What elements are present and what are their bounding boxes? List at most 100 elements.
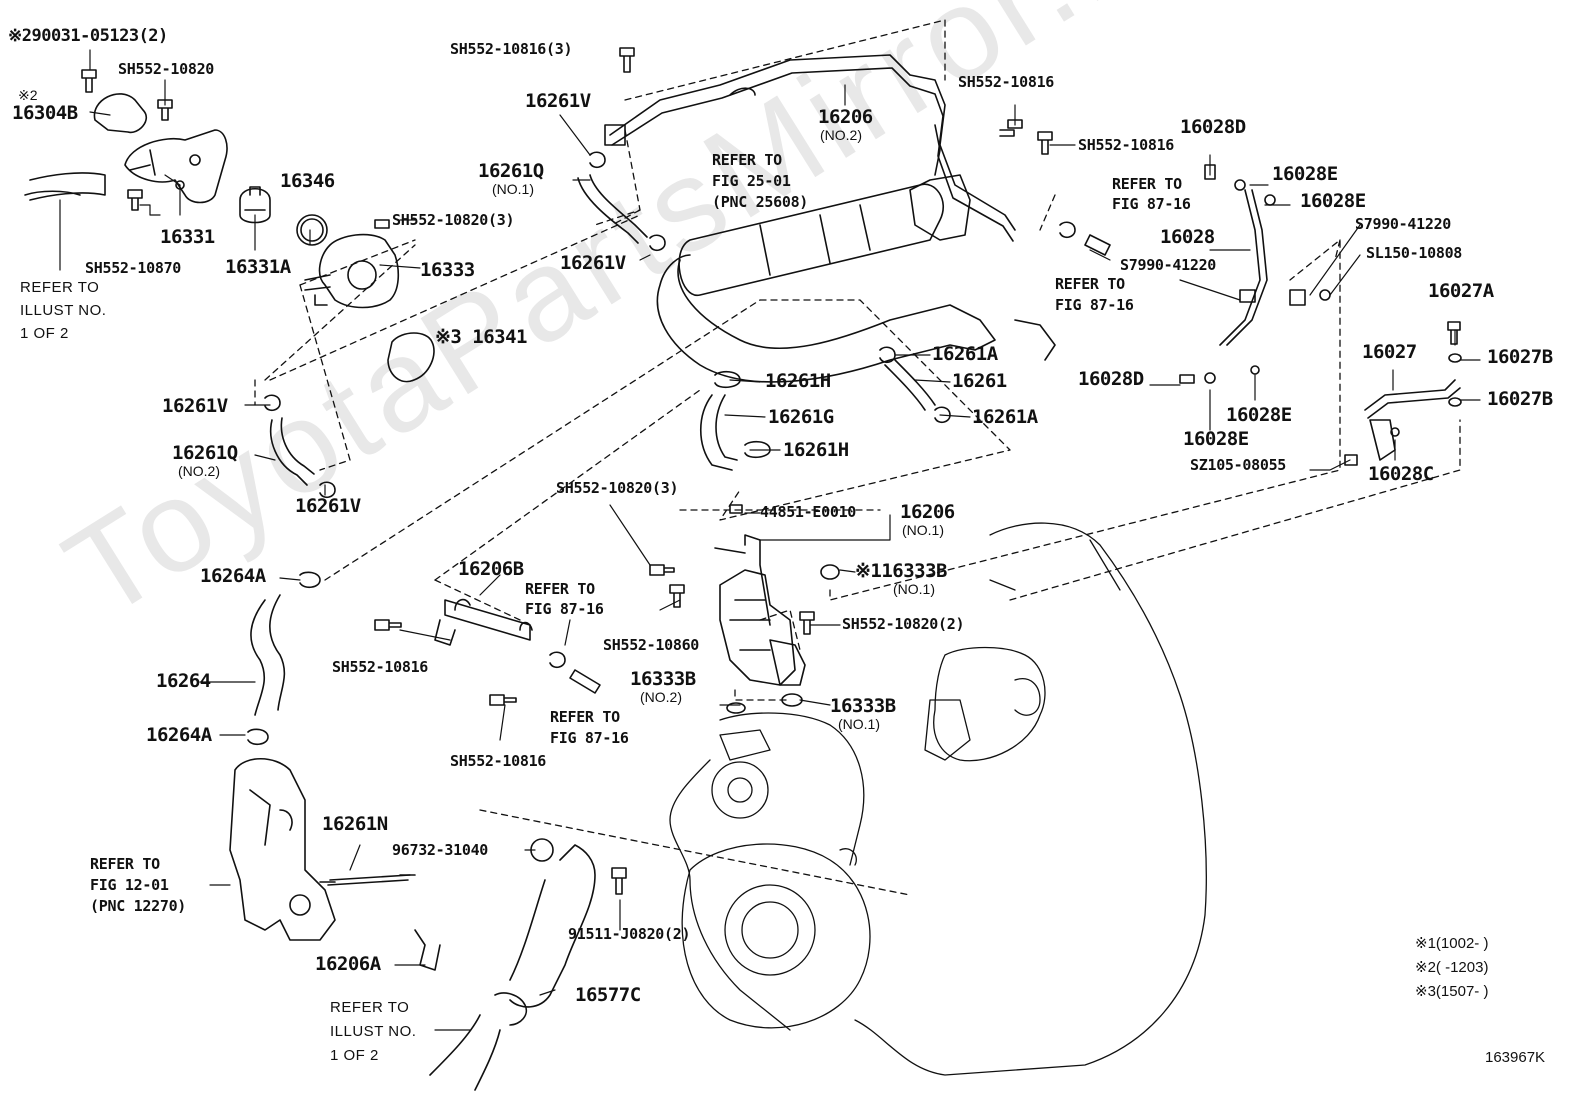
footnote-2-range: ( -1203): [1435, 959, 1489, 976]
part-label-sh552-10820-3a[interactable]: SH552-10820(3): [392, 211, 515, 229]
part-label-16261n[interactable]: 16261N: [322, 813, 388, 835]
part-label-290031-05123[interactable]: ※290031-05123(2): [8, 26, 168, 46]
part-label-sh552-10820-3b[interactable]: SH552-10820(3): [556, 479, 679, 497]
refer-illust-line3[interactable]: 1 OF 2: [20, 325, 69, 342]
part-label-sh552-10816-c[interactable]: SH552-10816: [332, 658, 429, 676]
part-label-sh552-10860[interactable]: SH552-10860: [603, 636, 700, 654]
diagram-id: 163967K: [1485, 1049, 1546, 1066]
part-label-16027a[interactable]: 16027A: [1428, 280, 1494, 302]
part-label-16261a-b[interactable]: 16261A: [972, 406, 1038, 428]
part-sub-no2-a: (NO.2): [820, 127, 862, 143]
part-sub-no1-c: (NO.1): [893, 581, 935, 597]
part-label-s7990-41220-b[interactable]: S7990-41220: [1120, 256, 1217, 274]
part-label-16264a-a[interactable]: 16264A: [200, 565, 266, 587]
refer-8716-a-line2[interactable]: FIG 87-16: [1112, 195, 1191, 213]
part-label-16333[interactable]: 16333: [420, 259, 475, 281]
refer-illust2-line2[interactable]: ILLUST NO.: [330, 1023, 417, 1040]
part-label-sh552-10870[interactable]: SH552-10870: [85, 259, 182, 277]
part-label-sh552-10816-a[interactable]: SH552-10816: [958, 73, 1055, 91]
footnote-3-mark: ※3: [1415, 983, 1436, 1000]
oil-pipes: [1219, 189, 1461, 461]
refer-8716-d-line2[interactable]: FIG 87-16: [550, 729, 629, 747]
egr-pipe-no2: [604, 54, 1016, 242]
part-label-sl150-10808[interactable]: SL150-10808: [1366, 244, 1463, 262]
part-label-16028e-d[interactable]: 16028E: [1183, 428, 1249, 450]
part-label-91511-j0820[interactable]: 91511-J0820(2): [568, 925, 691, 943]
part-label-sh552-10816-d[interactable]: SH552-10816: [450, 752, 547, 770]
part-label-16264a-b[interactable]: 16264A: [146, 724, 212, 746]
part-label-16261v-a[interactable]: 16261V: [525, 90, 591, 112]
refer-1201-line3[interactable]: (PNC 12270): [90, 897, 187, 915]
part-label-16206-no2[interactable]: 16206: [818, 106, 873, 128]
external-hose-stubs: [24, 190, 81, 196]
refer-1201-line2[interactable]: FIG 12-01: [90, 876, 169, 894]
refer-8716-d-line1[interactable]: REFER TO: [550, 708, 620, 726]
part-label-16028c[interactable]: 16028C: [1368, 463, 1434, 485]
refer-illust-line2[interactable]: ILLUST NO.: [20, 302, 107, 319]
part-label-16028[interactable]: 16028: [1160, 226, 1215, 248]
part-label-44851-e0010[interactable]: 44851-E0010: [760, 503, 857, 521]
water-pipe: [429, 844, 596, 1091]
part-label-16261a-a[interactable]: 16261A: [932, 343, 998, 365]
part-label-sh552-10820[interactable]: SH552-10820: [118, 60, 215, 78]
hose-clamps: [247, 151, 1076, 746]
part-label-16261v-d[interactable]: 16261V: [295, 495, 361, 517]
part-label-sh552-10820-2[interactable]: SH552-10820(2): [842, 615, 965, 633]
refer-illust2-line3[interactable]: 1 OF 2: [330, 1047, 379, 1064]
part-label-16261q-no1[interactable]: 16261Q: [478, 160, 544, 182]
footnote-1-range: (1002- ): [1435, 935, 1489, 952]
part-label-s7990-41220-a[interactable]: S7990-41220: [1355, 215, 1452, 233]
part-label-16261h-b[interactable]: 16261H: [783, 439, 849, 461]
refer-illust2-line1[interactable]: REFER TO: [330, 999, 410, 1016]
part-label-16027b-a[interactable]: 16027B: [1487, 346, 1553, 368]
thermostat: [239, 186, 271, 224]
part-label-16261h-a[interactable]: 16261H: [765, 370, 831, 392]
part-label-16027b-b[interactable]: 16027B: [1487, 388, 1553, 410]
part-label-16206b[interactable]: 16206B: [458, 558, 524, 580]
refer-8716-b-line1[interactable]: REFER TO: [1055, 275, 1125, 293]
part-label-16333b-3[interactable]: 16333B: [830, 695, 896, 717]
part-label-16028d-b[interactable]: 16028D: [1078, 368, 1144, 390]
part-label-16028e-c[interactable]: 16028E: [1226, 404, 1292, 426]
engine-block: [669, 522, 1207, 1076]
part-label-16261v-b[interactable]: 16261V: [560, 252, 626, 274]
part-label-16261g[interactable]: 16261G: [768, 406, 834, 428]
part-label-16341[interactable]: ※3 16341: [435, 326, 528, 348]
part-label-16027[interactable]: 16027: [1362, 341, 1417, 363]
part-label-16028e-b[interactable]: 16028E: [1300, 190, 1366, 212]
footnote-3-range: (1507- ): [1435, 983, 1489, 1000]
thermostat-housing-parts: [29, 93, 228, 204]
part-label-sz105-08055[interactable]: SZ105-08055: [1190, 456, 1287, 474]
part-label-16264[interactable]: 16264: [156, 670, 211, 692]
part-label-16333b-2[interactable]: 16333B: [630, 668, 696, 690]
refer-8716-c-line2[interactable]: FIG 87-16: [525, 600, 604, 618]
part-label-16333b-1[interactable]: ※116333B: [855, 560, 948, 582]
footnote-2: ※2( -1203): [1415, 960, 1488, 975]
refer-8716-a-line1[interactable]: REFER TO: [1112, 175, 1182, 193]
part-label-16261v-c[interactable]: 16261V: [162, 395, 228, 417]
refer-2501-line2[interactable]: FIG 25-01: [712, 172, 791, 190]
part-label-16331a[interactable]: 16331A: [225, 256, 291, 278]
refer-2501-line3[interactable]: (PNC 25608): [712, 193, 809, 211]
part-label-16331[interactable]: 16331: [160, 226, 215, 248]
refer-1201-line1[interactable]: REFER TO: [90, 855, 160, 873]
part-label-16028e-a[interactable]: 16028E: [1272, 163, 1338, 185]
refer-8716-c-line1[interactable]: REFER TO: [525, 580, 595, 598]
part-label-16206-no1[interactable]: 16206: [900, 501, 955, 523]
seals: [296, 179, 1462, 862]
part-label-sh552-10816-3[interactable]: SH552-10816(3): [450, 40, 573, 58]
part-label-16206a[interactable]: 16206A: [315, 953, 381, 975]
part-label-16304b[interactable]: 16304B: [12, 102, 78, 124]
part-label-96732-31040[interactable]: 96732-31040: [392, 841, 489, 859]
part-label-16261[interactable]: 16261: [952, 370, 1007, 392]
hoses: [250, 174, 1111, 886]
part-label-16028d-a[interactable]: 16028D: [1180, 116, 1246, 138]
part-label-sh552-10816-b[interactable]: SH552-10816: [1078, 136, 1175, 154]
part-label-16577c[interactable]: 16577C: [575, 984, 641, 1006]
part-label-16261q-no2[interactable]: 16261Q: [172, 442, 238, 464]
part-label-16346[interactable]: 16346: [280, 170, 335, 192]
refer-2501-line1[interactable]: REFER TO: [712, 151, 782, 169]
refer-8716-b-line2[interactable]: FIG 87-16: [1055, 296, 1134, 314]
footnote-3: ※3(1507- ): [1415, 984, 1488, 999]
refer-illust-line1[interactable]: REFER TO: [20, 279, 100, 296]
